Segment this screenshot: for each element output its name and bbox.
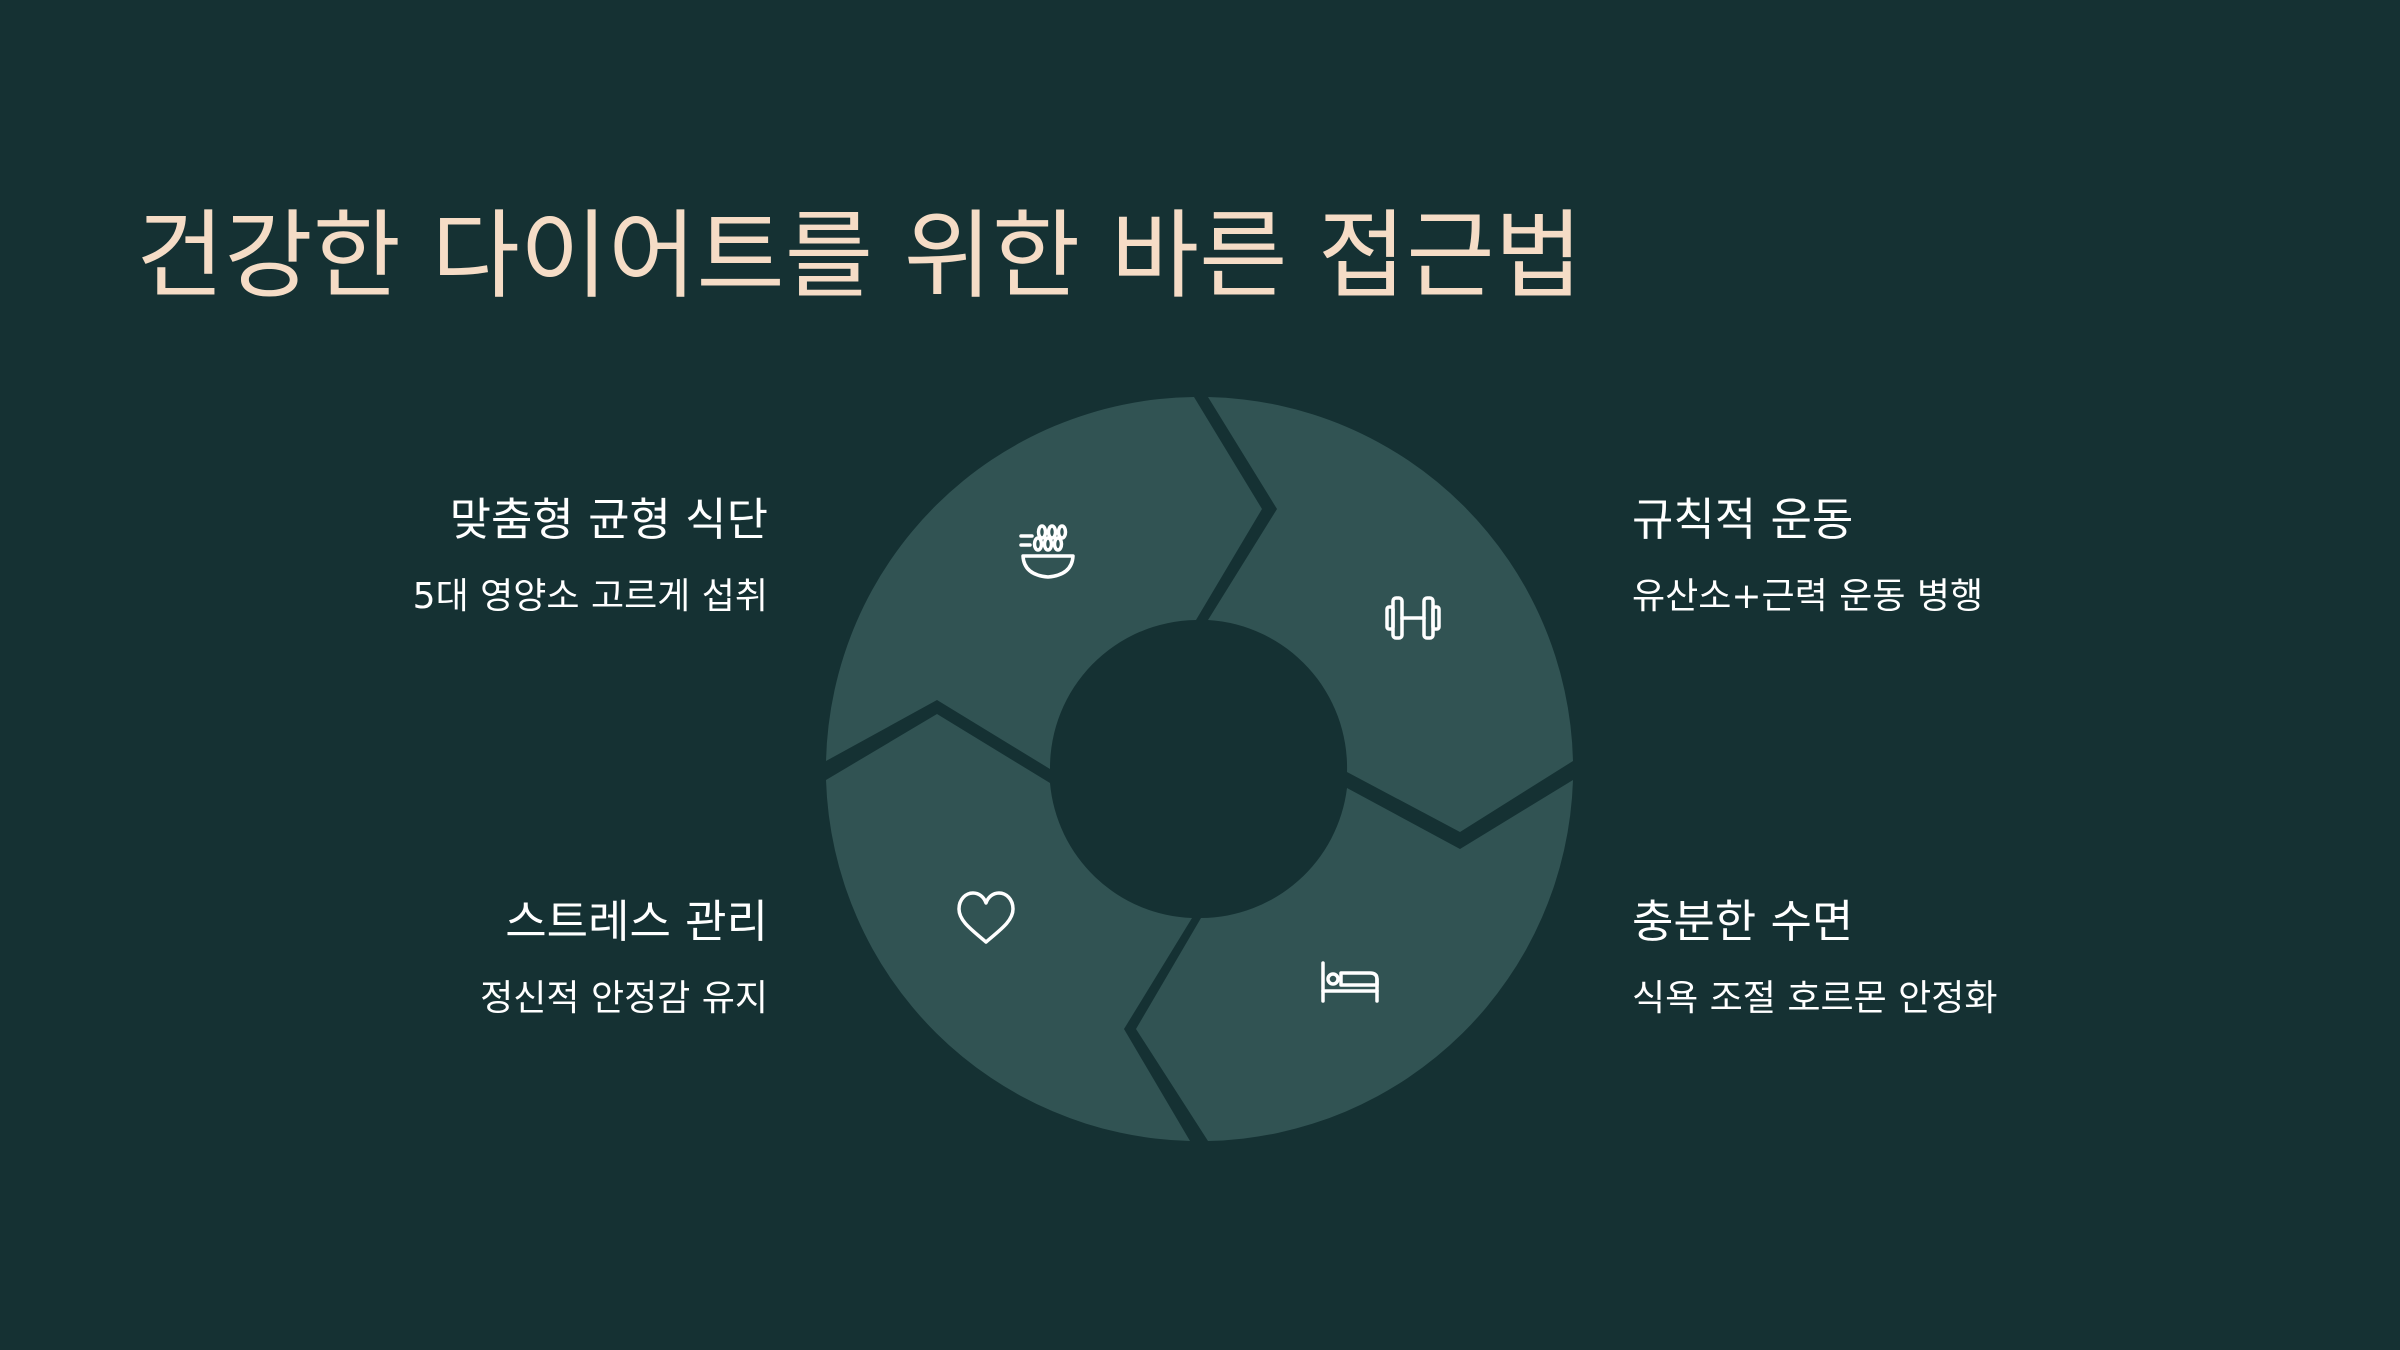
bed-icon: [1321, 961, 1379, 1003]
segment-stress: [826, 714, 1192, 1141]
segment-sleep: [1136, 780, 1573, 1141]
page-title: 건강한 다이어트를 위한 바른 접근법: [136, 200, 1583, 312]
item-stress-management: 스트레스 관리 정신적 안정감 유지: [208, 892, 768, 1024]
item-description: 식욕 조절 호르몬 안정화: [1632, 978, 1998, 1019]
item-enough-sleep: 충분한 수면 식욕 조절 호르몬 안정화: [1632, 892, 2192, 1024]
cycle-segments: [826, 397, 1573, 1141]
food-bowl-icon: [1019, 524, 1075, 579]
item-description: 유산소+근력 운동 병행: [1632, 576, 1984, 617]
heart-icon: [957, 891, 1015, 944]
item-title: 충분한 수면: [1632, 895, 1854, 948]
item-title: 규칙적 운동: [1632, 493, 1854, 546]
segment-exercise: [1208, 397, 1573, 832]
item-description: 5대 영양소 고르게 섭취: [412, 576, 768, 617]
item-title: 스트레스 관리: [505, 895, 768, 948]
dumbbell-icon: [1385, 596, 1441, 640]
segment-diet: [826, 397, 1262, 769]
item-balanced-diet: 맞춤형 균형 식단 5대 영양소 고르게 섭취: [208, 490, 768, 622]
item-title: 맞춤형 균형 식단: [449, 493, 768, 546]
item-regular-exercise: 규칙적 운동 유산소+근력 운동 병행: [1632, 490, 2192, 622]
item-description: 정신적 안정감 유지: [480, 978, 768, 1019]
